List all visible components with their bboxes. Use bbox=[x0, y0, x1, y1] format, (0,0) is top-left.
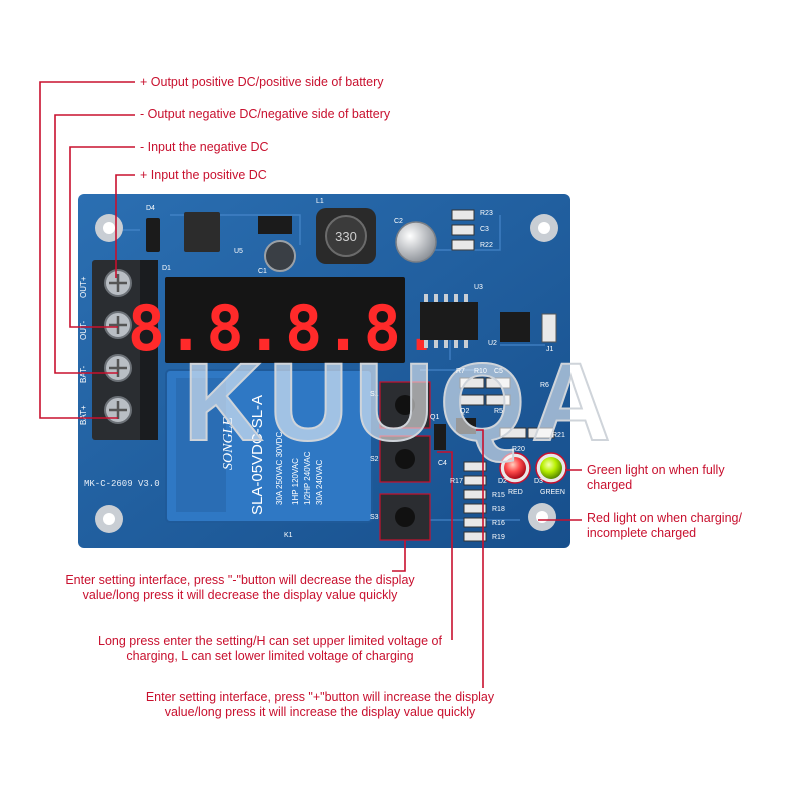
terminal-label-out-plus: OUT+ bbox=[79, 276, 88, 298]
button-s2[interactable] bbox=[379, 435, 431, 483]
callout-green-light-line2: charged bbox=[587, 478, 633, 492]
callout-set-button: Long press enter the setting/H can set u… bbox=[55, 634, 485, 664]
led-green bbox=[535, 452, 567, 484]
transistor-q2 bbox=[456, 418, 476, 434]
callout-green-light: Green light on when fully charged bbox=[587, 463, 782, 493]
relay-brand: SONGLE bbox=[221, 417, 236, 470]
regulator-u5 bbox=[184, 212, 220, 252]
terminal-screws bbox=[104, 269, 132, 424]
callout-output-negative: - Output negative DC/negative side of ba… bbox=[140, 107, 391, 121]
callout-plus-button: Enter setting interface, press "+"button… bbox=[100, 690, 540, 720]
callout-input-negative: - Input the negative DC bbox=[140, 140, 269, 154]
callout-minus-button: Enter setting interface, press "-"button… bbox=[20, 573, 460, 603]
led-label-red: RED bbox=[508, 489, 523, 496]
button-label-s3: S3 bbox=[370, 514, 379, 521]
relay-model: SLA-05VDC-SL-A bbox=[249, 395, 266, 515]
connector-j1 bbox=[541, 313, 557, 343]
callout-input-positive: + Input the positive DC bbox=[140, 168, 267, 182]
button-label-s1: S1 bbox=[370, 391, 379, 398]
relay-rating-1: 30A 250VAC 30VDC bbox=[275, 432, 284, 505]
ic-u3 bbox=[420, 294, 478, 348]
led-label-green: GREEN bbox=[540, 489, 565, 496]
capacitor-c2 bbox=[395, 221, 437, 263]
relay-rating-3: 1/2HP 240VAC bbox=[303, 451, 312, 505]
terminal-label-out-minus: OUT- bbox=[79, 321, 88, 340]
callout-set-button-line2: charging, L can set lower limited voltag… bbox=[126, 649, 414, 663]
watermark: KUUQA bbox=[183, 341, 616, 464]
callout-plus-button-line2: value/long press it will increase the di… bbox=[164, 705, 476, 719]
terminal-label-bat-plus: BAT+ bbox=[79, 405, 88, 425]
screw-terminal-block: OUT+ OUT- BAT- BAT+ bbox=[79, 260, 158, 440]
callout-set-button-line1: Long press enter the setting/H can set u… bbox=[98, 634, 442, 648]
smd-resistors-top bbox=[451, 209, 475, 251]
leader-lines bbox=[39, 81, 582, 688]
callout-output-positive: + Output positive DC/positive side of ba… bbox=[140, 75, 384, 89]
capacitor-c1 bbox=[264, 240, 296, 272]
terminal-label-bat-minus: BAT- bbox=[79, 365, 88, 383]
callout-minus-button-line2: value/long press it will decrease the di… bbox=[82, 588, 398, 602]
diode-d4 bbox=[146, 218, 160, 252]
callout-red-light: Red light on when charging/ incomplete c… bbox=[587, 511, 787, 541]
inductor-marking: 330 bbox=[335, 229, 357, 244]
led-red bbox=[499, 452, 531, 484]
callout-red-light-line1: Red light on when charging/ bbox=[587, 511, 742, 525]
sot-part bbox=[258, 216, 292, 234]
smd-resistor-column bbox=[459, 377, 555, 542]
relay: SONGLE SLA-05VDC-SL-A 30A 250VAC 30VDC 1… bbox=[165, 369, 373, 523]
callout-plus-button-line1: Enter setting interface, press "+"button… bbox=[145, 690, 495, 704]
mounting-holes bbox=[95, 214, 558, 533]
relay-rating-4: 30A 240VAC bbox=[315, 460, 324, 505]
ic-u2 bbox=[500, 312, 530, 342]
button-label-s2: S2 bbox=[370, 456, 379, 463]
callout-red-light-line2: incomplete charged bbox=[587, 526, 697, 540]
board-model: MK-C-2609 V3.0 bbox=[84, 479, 160, 489]
relay-rating-2: 1HP 120VAC bbox=[291, 458, 300, 505]
callout-minus-button-line1: Enter setting interface, press "-"button… bbox=[65, 573, 415, 587]
button-s1[interactable] bbox=[379, 381, 431, 429]
transistor-q1 bbox=[434, 424, 446, 450]
callout-green-light-line1: Green light on when fully bbox=[587, 463, 725, 477]
display-readout: 8.8.8.8. bbox=[128, 292, 443, 365]
seven-segment-display: 8.8.8.8. bbox=[128, 277, 443, 365]
button-s3[interactable] bbox=[379, 493, 431, 541]
